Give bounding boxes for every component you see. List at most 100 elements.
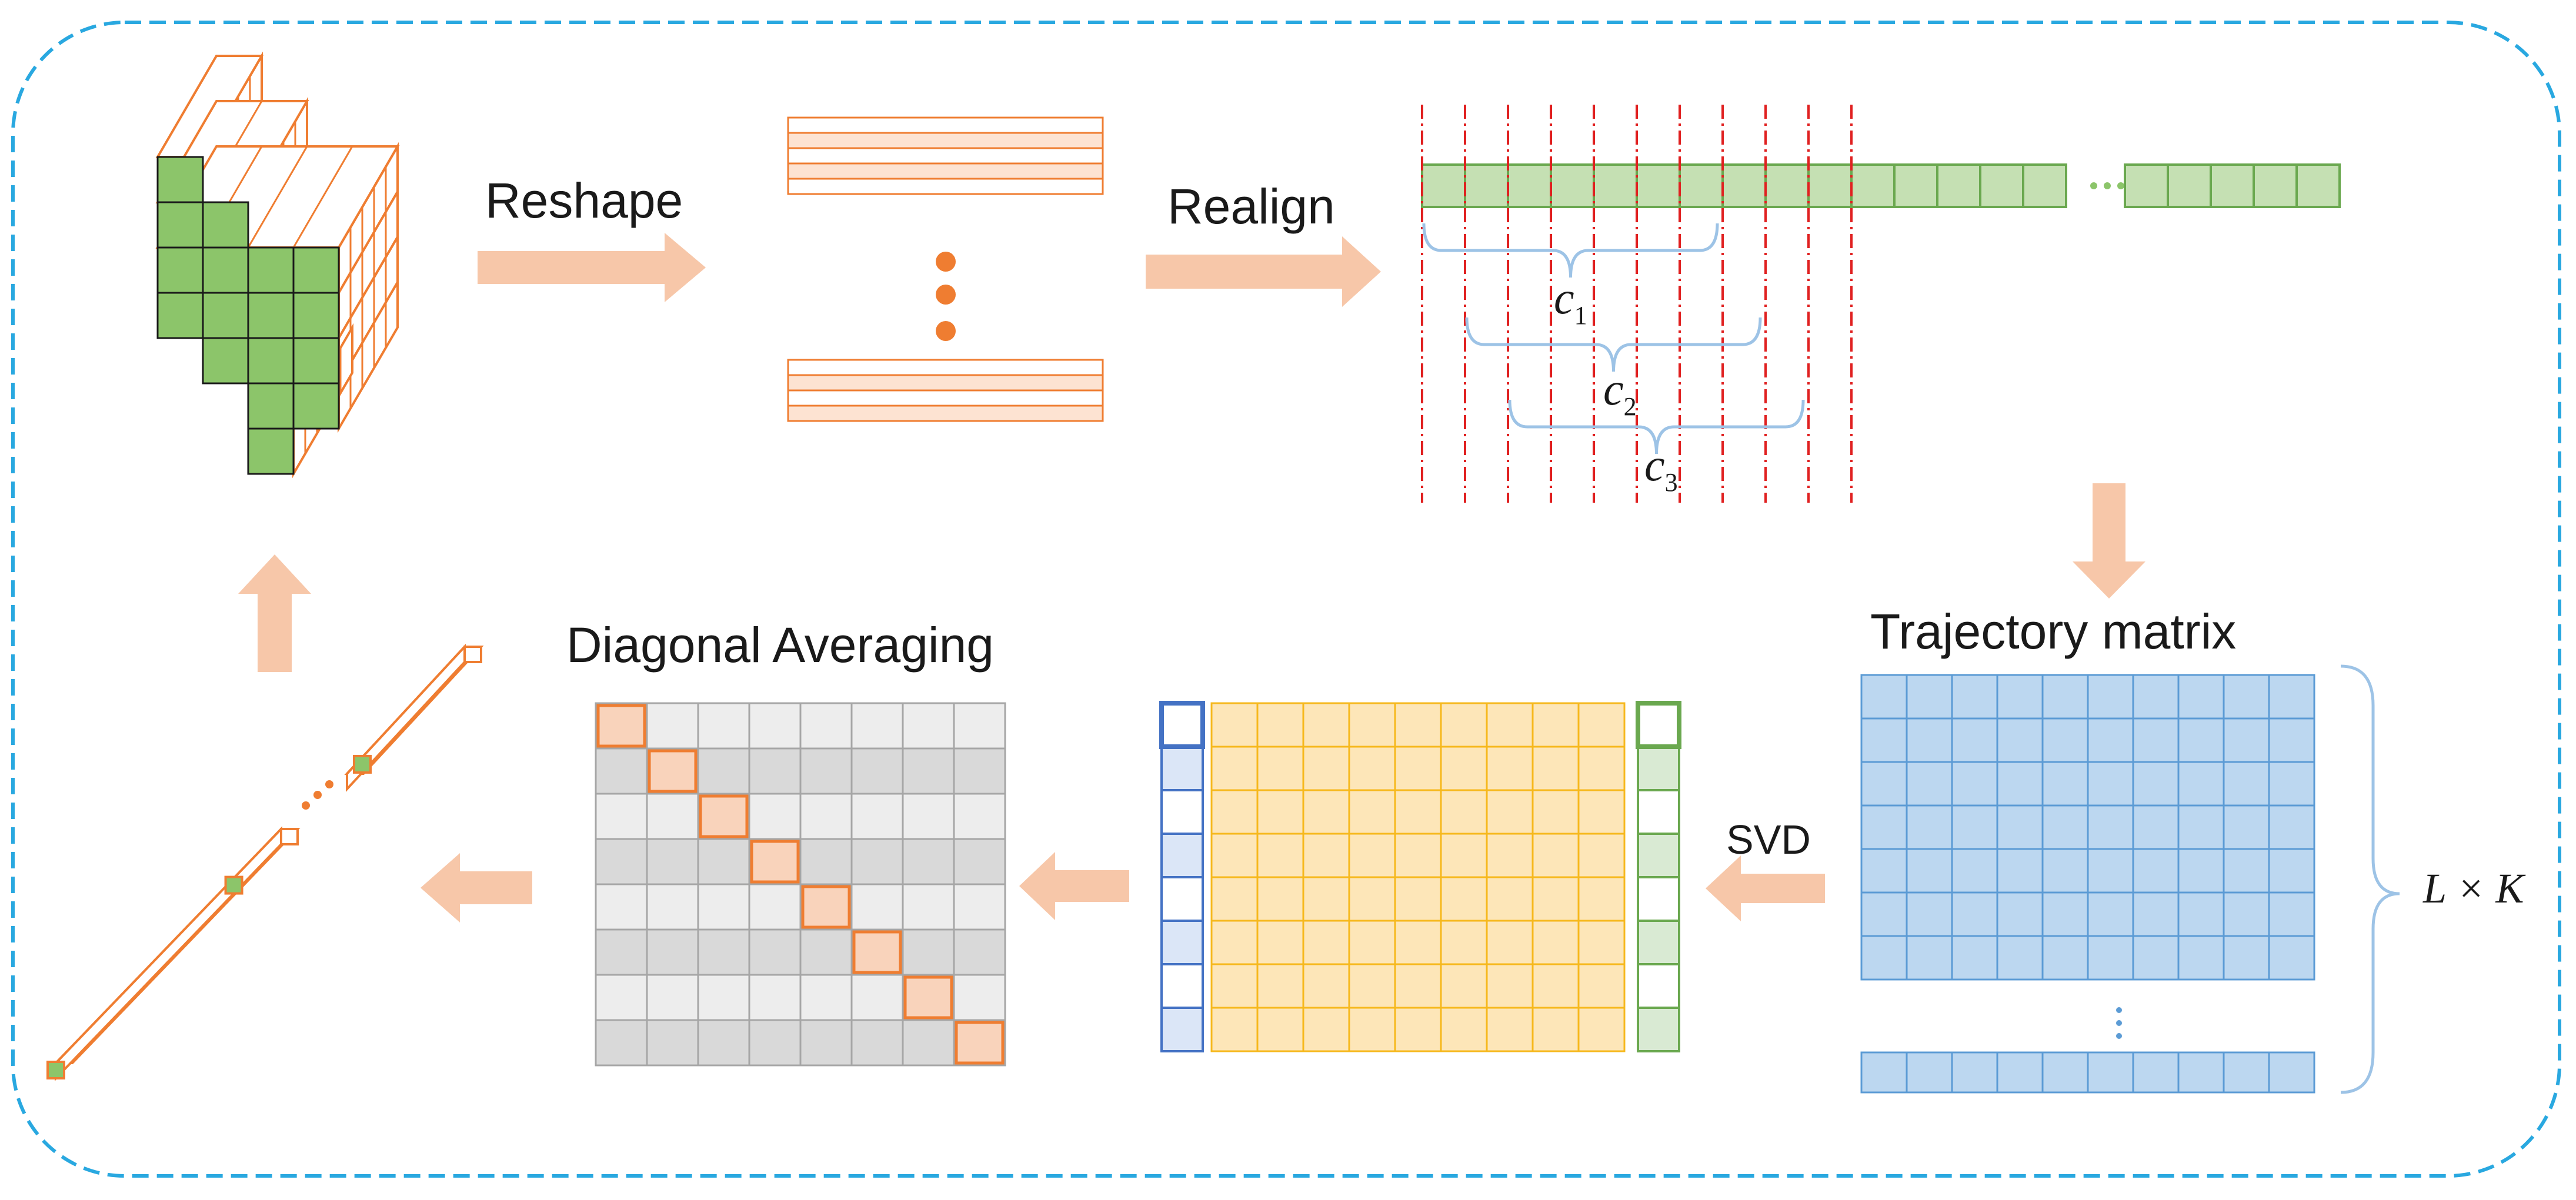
series-cell bbox=[1636, 163, 1681, 208]
diagonal-ellipsis-dot bbox=[302, 801, 310, 810]
sigma-cell bbox=[1302, 1007, 1350, 1052]
matrix-cell bbox=[2268, 804, 2315, 850]
curly-brace-icon bbox=[1508, 399, 1805, 454]
matrix-cell bbox=[1906, 674, 1953, 720]
u-vector-cell bbox=[1160, 1007, 1204, 1052]
matrix-cell bbox=[1996, 674, 2044, 720]
diagonal-grid-cell bbox=[902, 928, 955, 976]
matrix-cell bbox=[2177, 848, 2225, 894]
voxel-cell bbox=[156, 156, 204, 203]
diagonal-grid-cell bbox=[748, 793, 802, 840]
diagonal-grid-cell bbox=[850, 702, 904, 750]
down-arrow bbox=[2073, 483, 2145, 599]
matrix-cell bbox=[2087, 935, 2134, 981]
voxel-edge-line bbox=[292, 146, 353, 248]
matrix-cell bbox=[1996, 935, 2044, 981]
sigma-cell bbox=[1210, 789, 1259, 835]
diagonal-averaging-title: Diagonal Averaging bbox=[566, 617, 994, 673]
diagonal-grid-cell bbox=[799, 747, 853, 795]
curly-brace-icon bbox=[2340, 664, 2400, 1094]
reshape-arrow bbox=[478, 233, 706, 302]
diagonal-grid-cell bbox=[799, 974, 853, 1021]
matrix-cell bbox=[2087, 761, 2134, 807]
matrix-cell bbox=[1951, 761, 1998, 807]
matrix-cell bbox=[1860, 891, 1908, 937]
matrix-cell bbox=[2268, 935, 2315, 981]
matrix-cell bbox=[2223, 891, 2270, 937]
v-vector-header bbox=[1636, 701, 1681, 749]
diagonal-grid-cell bbox=[850, 1019, 904, 1067]
sigma-cell bbox=[1210, 920, 1259, 965]
series-cell bbox=[1979, 163, 2024, 208]
matrix-cell bbox=[1906, 717, 1953, 763]
diagonal-grid-cell bbox=[953, 838, 1006, 885]
diagonal-highlight-cell bbox=[699, 794, 749, 838]
matrix-cell bbox=[2177, 761, 2225, 807]
sigma-cell bbox=[1256, 876, 1304, 922]
diagonal-grid-cell bbox=[850, 883, 904, 931]
trajectory-matrix-grid bbox=[1860, 674, 2315, 1094]
sigma-cell bbox=[1256, 1007, 1304, 1052]
series-cell bbox=[1464, 163, 1509, 208]
sigma-cell bbox=[1302, 702, 1350, 748]
diagonal-grid-cell bbox=[748, 747, 802, 795]
sigma-cell bbox=[1531, 789, 1580, 835]
sigma-cell bbox=[1577, 1007, 1626, 1052]
trajectory-matrix-title: Trajectory matrix bbox=[1870, 604, 2236, 659]
sigma-cell bbox=[1531, 746, 1580, 791]
svd-label: SVD bbox=[1726, 817, 1811, 863]
diagonal-grid-cell bbox=[953, 928, 1006, 976]
matrix-cell bbox=[2223, 717, 2270, 763]
diagonal-grid-cell bbox=[850, 838, 904, 885]
sigma-cell bbox=[1440, 833, 1488, 878]
voxel-cell bbox=[202, 337, 249, 385]
matrix-cell bbox=[1906, 761, 1953, 807]
diagonal-grid-cell bbox=[646, 1019, 699, 1067]
voxel-cell bbox=[292, 246, 340, 294]
window-braces bbox=[1422, 223, 1805, 454]
matrix-cell bbox=[2132, 761, 2180, 807]
diagonal-grid-cell bbox=[595, 883, 648, 931]
series-cell bbox=[1893, 163, 1938, 208]
column-voxel bbox=[224, 875, 243, 895]
sigma-cell bbox=[1394, 1007, 1442, 1052]
diagonal-grid-cell bbox=[595, 838, 648, 885]
matrix-cell bbox=[1996, 761, 2044, 807]
matrix-cell bbox=[2223, 761, 2270, 807]
matrix-cell bbox=[2223, 848, 2270, 894]
series-cell bbox=[1593, 163, 1638, 208]
sigma-cell bbox=[1302, 789, 1350, 835]
vertical-ellipsis-dot bbox=[2116, 1007, 2122, 1013]
matrix-cell bbox=[1996, 804, 2044, 850]
series-cell bbox=[2295, 163, 2341, 208]
diagonal-ellipsis-dot bbox=[313, 791, 322, 799]
sigma-cell bbox=[1394, 920, 1442, 965]
voxel-cell bbox=[202, 201, 249, 249]
diagonal-grid-cell bbox=[646, 793, 699, 840]
diagonal-grid-cell bbox=[697, 1019, 750, 1067]
diagonal-grid-cell bbox=[902, 793, 955, 840]
diagonal-grid-cell bbox=[697, 747, 750, 795]
matrix-cell bbox=[2268, 761, 2315, 807]
matrix-cell bbox=[2132, 848, 2180, 894]
reshaped-slice-stacks bbox=[787, 116, 1104, 422]
diagonal-highlight-cell bbox=[801, 885, 851, 929]
matrix-cell bbox=[2132, 1051, 2180, 1094]
sigma-cell bbox=[1394, 876, 1442, 922]
horizontal-ellipsis-dot bbox=[2117, 182, 2124, 189]
matrix-cell bbox=[1996, 848, 2044, 894]
diagonal-grid-cell bbox=[799, 793, 853, 840]
vertical-ellipsis-dot bbox=[936, 321, 956, 341]
diagonal-grid-cell bbox=[902, 838, 955, 885]
diagonal-grid-cell bbox=[953, 793, 1006, 840]
matrix-cell bbox=[2087, 848, 2134, 894]
diagonal-grid-cell bbox=[697, 838, 750, 885]
vertical-ellipsis-dot bbox=[936, 252, 956, 272]
sigma-cell bbox=[1531, 833, 1580, 878]
matrix-cell bbox=[2268, 891, 2315, 937]
diagonal-grid-cell bbox=[595, 747, 648, 795]
diagonal-averaging-grid bbox=[595, 702, 1006, 1067]
matrix-cell bbox=[2132, 891, 2180, 937]
sigma-cell bbox=[1348, 920, 1396, 965]
